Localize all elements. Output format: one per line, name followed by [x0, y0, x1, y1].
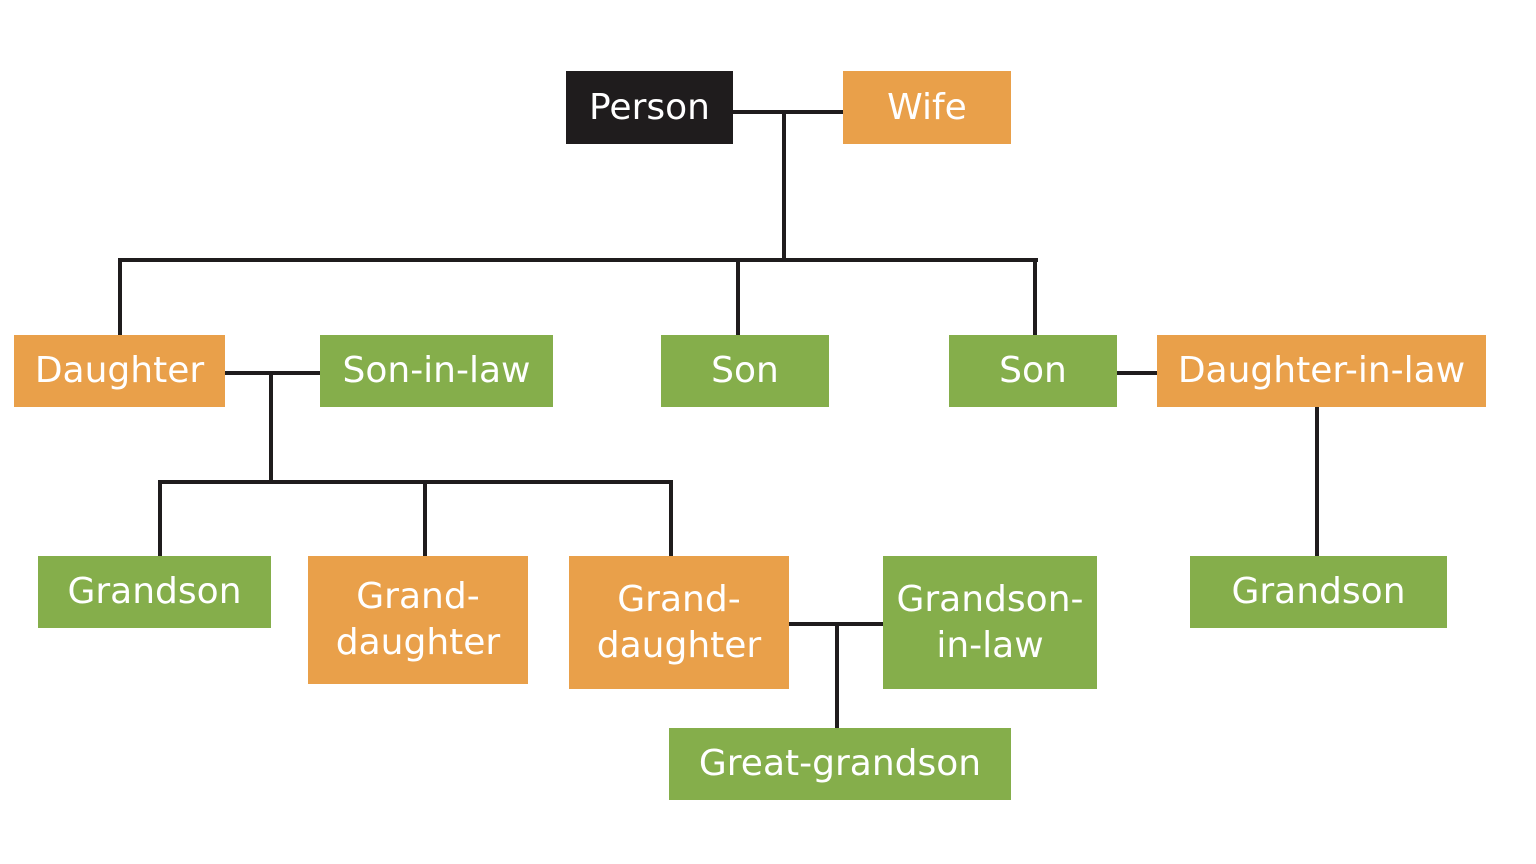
- son-daughterlaw-connector: [1117, 371, 1158, 375]
- node-granddaughter-2: Grand- daughter: [569, 556, 789, 689]
- node-person: Person: [566, 71, 733, 144]
- daughterlaw-grandson-drop: [1315, 407, 1319, 556]
- node-son-1: Son: [661, 335, 829, 407]
- node-granddaughter-1: Grand- daughter: [308, 556, 528, 684]
- node-label-line1: Grand-: [356, 576, 480, 617]
- node-label: Daughter: [34, 350, 205, 391]
- node-son-in-law: Son-in-law: [320, 335, 553, 407]
- node-great-grandson: Great-grandson: [669, 728, 1011, 800]
- node-grandson-1: Grandson: [38, 556, 271, 628]
- node-label: Great-grandson: [698, 743, 982, 784]
- grandson1-drop: [158, 480, 162, 556]
- node-label-line1: Grand-: [617, 578, 741, 620]
- node-label: Grandson: [1231, 571, 1406, 612]
- node-grandson-in-law: Grandson- in-law: [883, 556, 1097, 689]
- granddaughter1-drop: [423, 480, 427, 556]
- great-grandson-stem: [835, 622, 839, 728]
- node-son-2: Son: [949, 335, 1117, 407]
- node-wife: Wife: [843, 71, 1011, 144]
- node-daughter-in-law: Daughter-in-law: [1157, 335, 1486, 407]
- node-label-line2: daughter: [335, 622, 501, 663]
- node-label-line1: Grandson-: [896, 578, 1084, 620]
- node-label-line2: daughter: [596, 624, 762, 666]
- node-label: Wife: [887, 86, 967, 128]
- node-label: Person: [589, 86, 710, 128]
- grandchildren-bar: [158, 480, 673, 484]
- son2-drop: [1033, 258, 1037, 336]
- daughter-drop: [118, 258, 122, 336]
- node-label: Son: [711, 350, 779, 391]
- person-wife-connector: [733, 110, 843, 114]
- node-label: Daughter-in-law: [1177, 350, 1466, 391]
- node-daughter: Daughter: [14, 335, 225, 407]
- node-label: Son: [999, 350, 1067, 391]
- daughter-sonlaw-connector: [225, 371, 321, 375]
- daughter-children-stem: [269, 371, 273, 482]
- son1-drop: [736, 258, 740, 336]
- person-children-stem: [782, 110, 786, 260]
- granddaughter2-drop: [669, 480, 673, 556]
- node-label-line2: in-law: [936, 624, 1044, 666]
- node-label: Grandson: [67, 571, 242, 612]
- node-grandson-2: Grandson: [1190, 556, 1447, 628]
- children-bar: [118, 258, 1038, 262]
- node-label: Son-in-law: [342, 350, 531, 391]
